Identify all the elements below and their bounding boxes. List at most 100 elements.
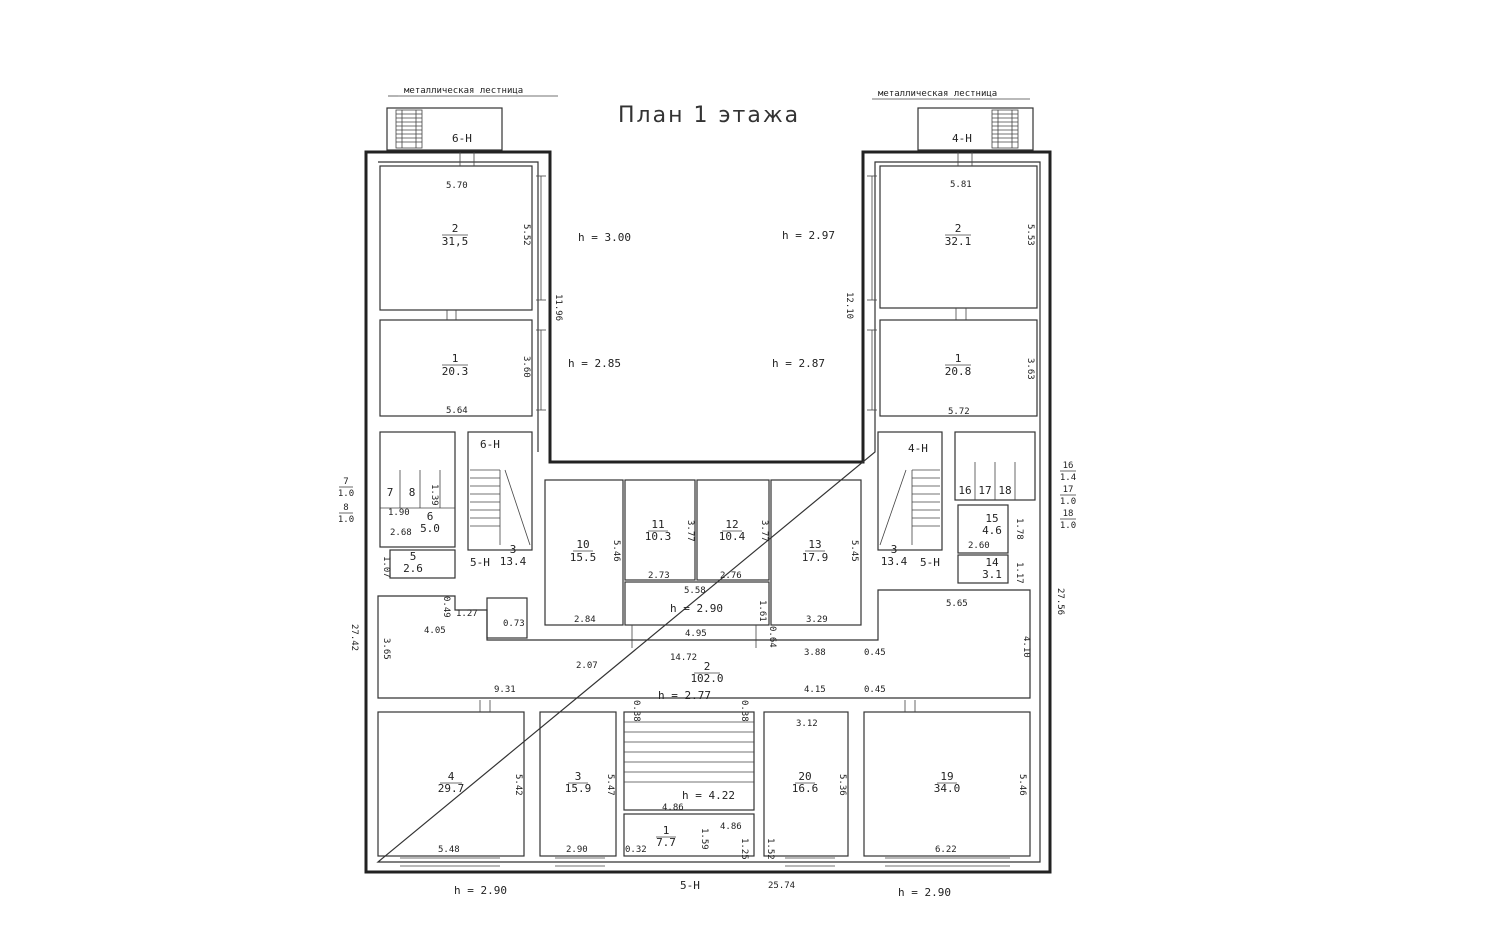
fraction-17-den: 1.0 bbox=[1060, 497, 1076, 507]
dim-26: 3.65 bbox=[381, 638, 391, 660]
stair-caption-right: металлическая лестница bbox=[878, 89, 997, 99]
fraction-18-num: 18 bbox=[1063, 509, 1074, 519]
room-12-area: 10.4 bbox=[719, 530, 746, 543]
height-9: h = 2.90 bbox=[898, 886, 951, 899]
stair-3-right bbox=[877, 431, 943, 551]
stair-caption-left: металлическая лестница bbox=[404, 86, 523, 96]
axis-5H-right: 5-Н bbox=[920, 556, 940, 569]
room-11 bbox=[624, 479, 696, 581]
fraction-7-den: 1.0 bbox=[338, 489, 354, 499]
dim-7: 3.60 bbox=[521, 356, 531, 378]
corridor-center bbox=[624, 581, 770, 626]
dim-61: 0.64 bbox=[767, 626, 777, 648]
room-13-num: 13 bbox=[808, 538, 821, 551]
dim-6: 12.10 bbox=[844, 292, 854, 319]
dim-11: 5.46 bbox=[611, 540, 621, 562]
dim-18: 2.84 bbox=[574, 615, 596, 625]
room-20-area: 16.6 bbox=[792, 782, 819, 795]
room-1-bottom-num: 1 bbox=[663, 824, 670, 837]
dim-60: 1.61 bbox=[757, 600, 767, 622]
wc-block-left bbox=[379, 431, 456, 548]
dim-46: 0.32 bbox=[625, 845, 647, 855]
dim-12: 3.77 bbox=[685, 520, 695, 542]
axis-4H-top: 4-Н bbox=[952, 132, 972, 145]
room-12-num: 12 bbox=[725, 518, 738, 531]
dim-3: 5.52 bbox=[521, 224, 531, 246]
dim-58: 1.78 bbox=[1014, 518, 1024, 540]
dim-10: 5.72 bbox=[948, 407, 970, 417]
axis-4H-mid: 4-Н bbox=[908, 442, 928, 455]
room-2-right-area: 32.1 bbox=[945, 235, 972, 248]
dim-29: 5.65 bbox=[946, 599, 968, 609]
fraction-17-num: 17 bbox=[1063, 485, 1074, 495]
dim-2: 5.81 bbox=[950, 180, 972, 190]
dim-44: 5.48 bbox=[438, 845, 460, 855]
dim-8: 3.63 bbox=[1025, 358, 1035, 380]
room-8-num: 8 bbox=[409, 486, 416, 499]
room-3-left-num: 3 bbox=[510, 543, 517, 556]
fraction-7-num: 7 bbox=[343, 477, 348, 487]
room-2-left-num: 2 bbox=[452, 222, 459, 235]
room-19-area: 34.0 bbox=[934, 782, 961, 795]
hall-2-num: 2 bbox=[704, 660, 711, 673]
height-7: h = 4.22 bbox=[682, 789, 735, 802]
room-15 bbox=[957, 504, 1009, 554]
stair-main bbox=[623, 711, 755, 811]
metal-stair-left bbox=[386, 107, 503, 151]
room-2-right bbox=[879, 165, 1038, 309]
room-5-area: 2.6 bbox=[403, 562, 423, 575]
dim-13: 3.77 bbox=[759, 520, 769, 542]
room-1-right bbox=[879, 319, 1038, 417]
height-3: h = 2.85 bbox=[568, 357, 621, 370]
fraction-16-num: 16 bbox=[1063, 461, 1074, 471]
room-1-right-area: 20.8 bbox=[945, 365, 972, 378]
room-3-right-area: 13.4 bbox=[881, 555, 908, 568]
axis-6H-mid: 6-Н bbox=[480, 438, 500, 451]
dim-16: 2.76 bbox=[720, 571, 742, 581]
dim-43: 1.59 bbox=[699, 828, 709, 850]
room-6-num: 6 bbox=[427, 510, 434, 523]
room-14-num: 14 bbox=[985, 556, 999, 569]
fraction-8-num: 8 bbox=[343, 503, 348, 513]
dim-47: 1.25 bbox=[739, 838, 749, 860]
dim-51: 2.68 bbox=[390, 528, 412, 538]
fraction-8-den: 1.0 bbox=[338, 515, 354, 525]
axis-5H-left: 5-Н bbox=[470, 556, 490, 569]
dim-37: 5.42 bbox=[513, 774, 523, 796]
room-10-num: 10 bbox=[576, 538, 589, 551]
room-14 bbox=[957, 554, 1009, 584]
dim-17: 5.58 bbox=[684, 586, 706, 596]
dim-42: 4.86 bbox=[720, 822, 742, 832]
plan-title: План 1 этажа bbox=[618, 103, 800, 128]
room-20-num: 20 bbox=[798, 770, 811, 783]
room-3-left-area: 13.4 bbox=[500, 555, 527, 568]
room-4 bbox=[377, 711, 525, 857]
room-20 bbox=[763, 711, 849, 857]
height-4: h = 2.87 bbox=[772, 357, 825, 370]
dim-54: 1.07 bbox=[381, 556, 391, 578]
room-1-bottom-area: 7.7 bbox=[656, 836, 676, 849]
dim-35: 0.38 bbox=[739, 700, 749, 722]
dim-55: 0.49 bbox=[441, 596, 451, 618]
fraction-18-den: 1.0 bbox=[1060, 521, 1076, 531]
dim-24: 4.05 bbox=[424, 626, 446, 636]
dim-20: 4.95 bbox=[685, 629, 707, 639]
dim-34: 0.38 bbox=[631, 700, 641, 722]
height-2: h = 2.97 bbox=[782, 229, 835, 242]
room-4-num: 4 bbox=[448, 770, 455, 783]
room-16-num: 16 bbox=[958, 484, 971, 497]
dim-4: 5.53 bbox=[1025, 224, 1035, 246]
dim-32: 4.15 bbox=[804, 685, 826, 695]
room-14-area: 3.1 bbox=[982, 568, 1002, 581]
room-2-right-num: 2 bbox=[955, 222, 962, 235]
room-13 bbox=[770, 479, 862, 626]
dim-21: 14.72 bbox=[670, 653, 697, 663]
axis-5H-bottom: 5-Н bbox=[680, 879, 700, 892]
dim-38: 5.47 bbox=[605, 774, 615, 796]
dim-15: 2.73 bbox=[648, 571, 670, 581]
dim-31: 9.31 bbox=[494, 685, 516, 695]
room-11-num: 11 bbox=[651, 518, 664, 531]
room-5 bbox=[389, 549, 456, 579]
dim-28: 27.56 bbox=[1055, 588, 1065, 615]
